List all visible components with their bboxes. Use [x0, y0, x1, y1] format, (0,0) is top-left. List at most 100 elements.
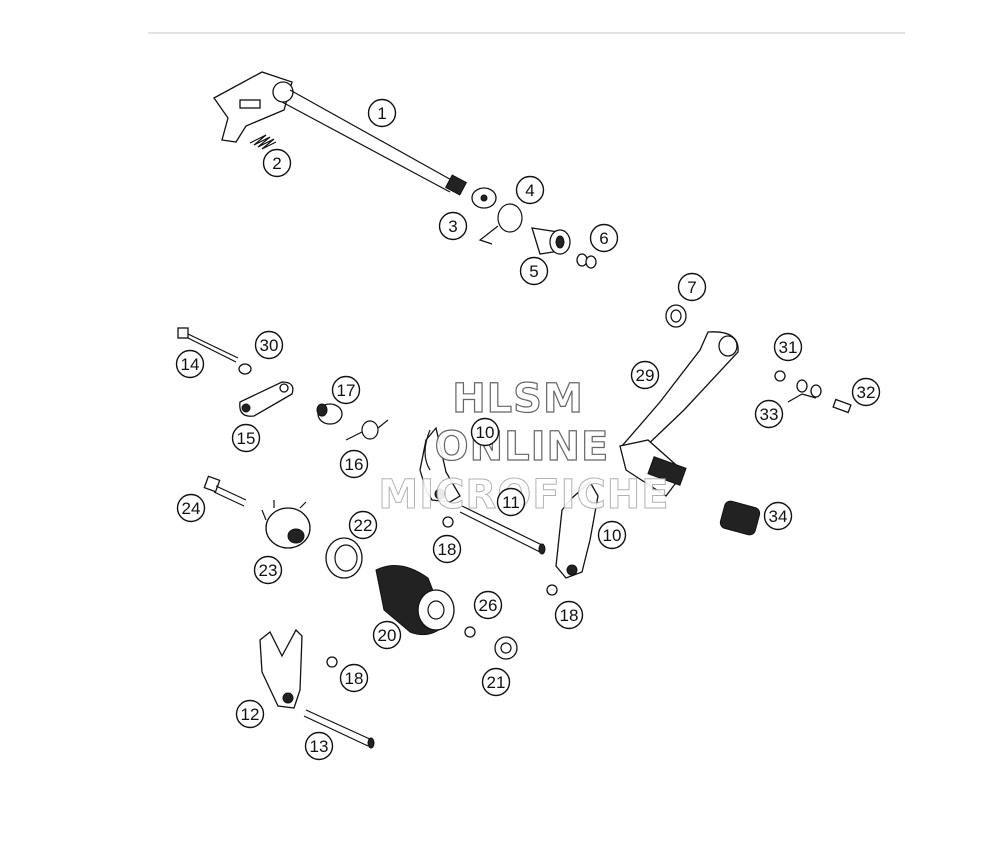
part-rings-6 — [576, 253, 597, 269]
callout-label: 7 — [687, 278, 696, 297]
callout-label: 12 — [241, 705, 260, 724]
part-shift-lever-29 — [619, 331, 739, 497]
callout-label: 17 — [337, 381, 356, 400]
callout-circle — [515, 175, 545, 205]
part-spring-2 — [249, 134, 277, 150]
callout-label: 13 — [310, 737, 329, 756]
part-shift-shaft — [213, 71, 468, 196]
callout-label: 18 — [345, 669, 364, 688]
callout-circle — [372, 620, 402, 650]
callout-c2: 2 — [262, 148, 292, 178]
callout-layer: 1234567293132333430141517161011102422182… — [175, 98, 881, 761]
part-bolt-14 — [177, 327, 239, 363]
callout-circle — [348, 510, 378, 540]
callout-circle — [339, 663, 369, 693]
callout-circle — [253, 555, 283, 585]
callout-c10a: 10 — [470, 417, 500, 447]
part-torsion-spring-4 — [478, 203, 523, 245]
part-lever-15 — [239, 381, 294, 417]
callout-c23: 23 — [253, 555, 283, 585]
callout-circle — [235, 699, 265, 729]
callout-c11: 11 — [496, 487, 526, 517]
callout-label: 21 — [487, 673, 506, 692]
callout-c18b: 18 — [554, 600, 584, 630]
callout-c16: 16 — [339, 449, 369, 479]
part-bushing-5 — [531, 227, 571, 255]
part-pin-18a — [442, 516, 454, 528]
part-locator-23 — [261, 500, 311, 549]
callout-label: 2 — [272, 154, 281, 173]
washer-3-hole — [480, 194, 488, 202]
callout-label: 34 — [769, 507, 788, 526]
callout-label: 11 — [502, 493, 520, 512]
callout-circle — [554, 600, 584, 630]
part-fork-12 — [259, 628, 303, 709]
callout-c22: 22 — [348, 510, 378, 540]
part-fork-10b — [555, 480, 599, 579]
part-washer-30 — [238, 363, 252, 375]
part-seal-7 — [665, 304, 687, 328]
callout-c4: 4 — [515, 175, 545, 205]
callout-circle — [339, 449, 369, 479]
callout-circle — [677, 272, 707, 302]
callout-label: 24 — [182, 499, 201, 518]
watermark-line2: ONLINE — [435, 424, 610, 470]
callout-circle — [630, 360, 660, 390]
part-washer-31 — [774, 370, 786, 382]
callout-c5: 5 — [519, 256, 549, 286]
callout-label: 33 — [760, 405, 779, 424]
callout-c14: 14 — [175, 349, 205, 379]
callout-c21: 21 — [481, 667, 511, 697]
callout-label: 3 — [448, 217, 457, 236]
callout-label: 6 — [599, 229, 608, 248]
part-washers-33 — [787, 379, 822, 403]
part-bolt-32 — [832, 398, 852, 414]
callout-circle — [519, 256, 549, 286]
callout-circle — [773, 332, 803, 362]
callout-circle — [304, 731, 334, 761]
callout-label: 26 — [479, 596, 498, 615]
part-drum-20 — [375, 565, 455, 636]
callout-circle — [254, 330, 284, 360]
callout-c32: 32 — [851, 377, 881, 407]
callout-circle — [367, 98, 397, 128]
callout-circle — [851, 377, 881, 407]
callout-c17: 17 — [331, 375, 361, 405]
callout-label: 14 — [181, 355, 200, 374]
callout-label: 30 — [260, 336, 279, 355]
callout-label: 15 — [237, 429, 256, 448]
callout-label: 20 — [378, 626, 397, 645]
callout-c30: 30 — [254, 330, 284, 360]
callout-label: 22 — [354, 516, 373, 535]
callout-circle — [470, 417, 500, 447]
part-pin-18b — [546, 584, 558, 596]
callout-circle — [176, 493, 206, 523]
callout-c10b: 10 — [597, 520, 627, 550]
seal-7-inner — [670, 309, 682, 323]
callout-circle — [481, 667, 511, 697]
callout-c12: 12 — [235, 699, 265, 729]
part-fork-10a — [419, 426, 461, 503]
callout-circle — [438, 211, 468, 241]
callout-c15: 15 — [231, 423, 261, 453]
callout-label: 29 — [636, 366, 655, 385]
callout-c13: 13 — [304, 731, 334, 761]
callout-label: 10 — [603, 526, 622, 545]
callout-c31: 31 — [773, 332, 803, 362]
callout-circle — [589, 223, 619, 253]
part-pin-18c — [326, 656, 338, 668]
callout-label: 23 — [259, 561, 278, 580]
part-washer-26 — [464, 626, 476, 638]
callout-label: 32 — [857, 383, 876, 402]
part-rubber-34 — [719, 500, 761, 536]
callout-label: 18 — [438, 540, 457, 559]
callout-label: 10 — [476, 423, 495, 442]
callout-c24: 24 — [176, 493, 206, 523]
watermark: HLSM ONLINE MICROFICHE — [378, 375, 669, 518]
callout-c34: 34 — [763, 501, 793, 531]
callout-c26: 26 — [473, 590, 503, 620]
callout-circle — [331, 375, 361, 405]
part-shaft-11 — [459, 505, 546, 555]
callout-label: 16 — [345, 455, 364, 474]
